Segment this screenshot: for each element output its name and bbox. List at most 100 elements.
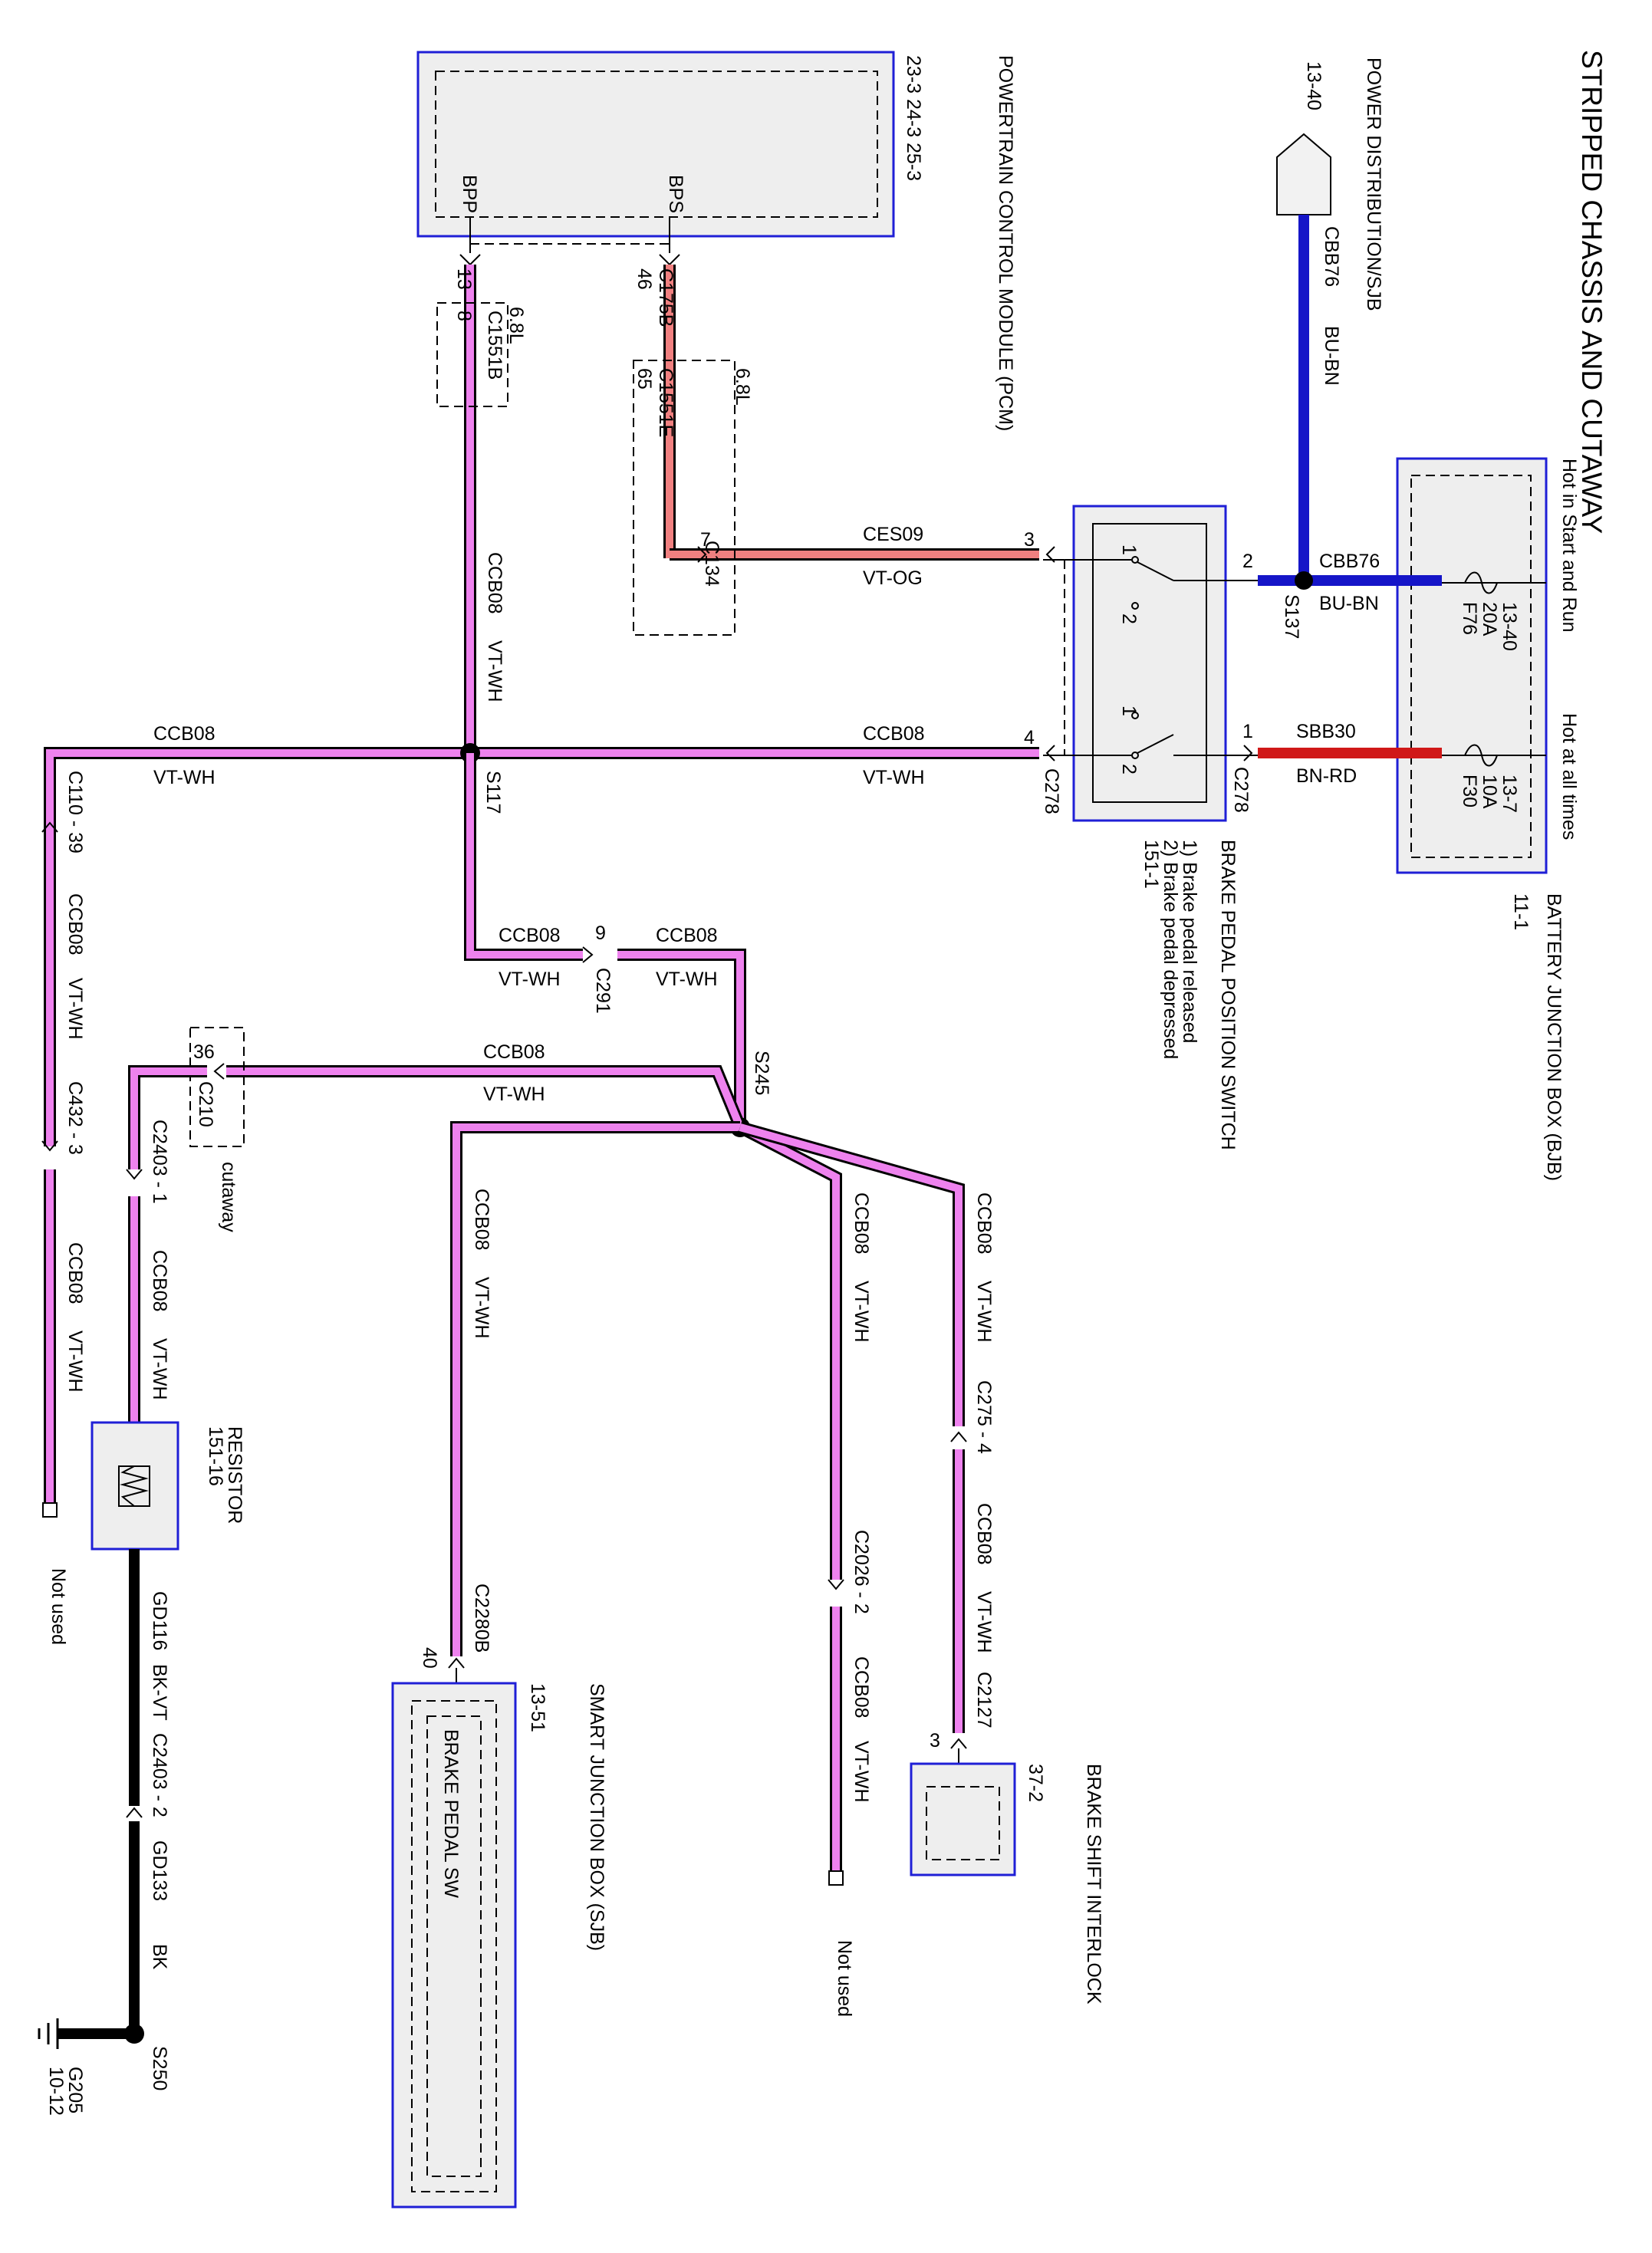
switch2-contact1	[1131, 712, 1139, 719]
arrow-pcm-bps	[659, 254, 680, 266]
not-used-right: Not used	[834, 1940, 855, 2017]
wire-ccb08-c2026b-label: CCB08	[851, 1656, 872, 1719]
bpps-ref: 151-1	[1140, 840, 1162, 889]
connector-c278-left: C278	[1041, 768, 1062, 814]
pin-1-c278: 1	[1242, 721, 1253, 742]
connector-c291: C291	[592, 968, 614, 1014]
connector-c1551e: C1551E	[655, 368, 676, 437]
sjb-inner	[411, 1700, 497, 2192]
pcm-name: POWERTRAIN CONTROL MODULE (PCM)	[995, 55, 1016, 431]
wire-ccb08-c275-outline	[738, 1121, 965, 1426]
sjb-inner-label: BRAKE PEDAL SW	[440, 1729, 462, 1898]
switch1-pos1: 1	[1118, 544, 1140, 555]
pin-36-c210: 36	[193, 1041, 215, 1063]
pcm-refs: 23-3 24-3 25-3	[903, 55, 924, 181]
connector-c210: C210	[195, 1081, 216, 1127]
fuse-f30-icon	[1464, 744, 1498, 767]
switch1-contact2	[1131, 602, 1139, 610]
bpps-note2: 2) Brake pedal depressed	[1160, 840, 1181, 1059]
wire-cbb76-vert-label: CBB76	[1321, 226, 1342, 287]
not-used-terminal-left	[42, 1502, 58, 1518]
fuse-f76-ref: 13-40	[1499, 602, 1520, 651]
wire-vtwh-c2026b-label: VT-WH	[851, 1741, 872, 1803]
splice-s250-label: S250	[149, 2046, 170, 2090]
pin-9-c291: 9	[595, 923, 606, 944]
arrow-c2026	[828, 1579, 844, 1590]
bsi-name: BRAKE SHIFT INTERLOCK	[1083, 1764, 1104, 2005]
wire-ccb08-c432-label: CCB08	[64, 1242, 86, 1304]
power-distribution-arrow	[1276, 133, 1331, 215]
ground-name: G205	[64, 2067, 86, 2113]
resistor-icon	[120, 1465, 149, 1507]
pin-2-s137: 2	[1242, 551, 1253, 572]
wire-vtwh-c110-label: VT-WH	[64, 978, 86, 1040]
fuse-f76-icon	[1464, 571, 1498, 594]
wire-ccb08-c2026-outline	[737, 1121, 842, 1580]
pin-46: 46	[633, 268, 655, 290]
pcm-inner	[435, 71, 878, 218]
wire-ccb08-s117-down	[466, 753, 583, 959]
wire-ccb08-c291	[617, 951, 744, 1127]
arrow-c134	[697, 546, 707, 563]
wire-ccb08-c291-left: CCB08	[499, 925, 561, 946]
wire-vtwh-right-label: VT-WH	[863, 767, 925, 788]
sjb-brake-sw-box	[426, 1715, 482, 2177]
bpps-note1: 1) Brake pedal released	[1179, 840, 1200, 1043]
fuse-f30-label: F30	[1459, 775, 1480, 807]
cutaway-label: cutaway	[218, 1162, 239, 1232]
wire-vtwh-c291-right: VT-WH	[656, 969, 718, 990]
sjb-box	[391, 1682, 517, 2209]
wire-ccb08-right-label: CCB08	[863, 723, 925, 745]
diagram-title: STRIPPED CHASSIS AND CUTAWAY	[1576, 50, 1608, 534]
power-dist-name: POWER DISTRIBUTION/SJB	[1363, 58, 1384, 311]
fuse-f76-amp: 20A	[1479, 602, 1500, 636]
wire-gd116-label: GD116	[149, 1591, 170, 1650]
hot-start-run: Hot in Start and Run	[1558, 459, 1580, 633]
connector-c175b: C175B	[655, 268, 676, 327]
wire-ccb08-c2026	[738, 1123, 840, 1580]
wire-ccb08-c2127-label: CCB08	[973, 1503, 995, 1565]
connector-c2127: C2127	[973, 1672, 995, 1728]
ground-icon	[38, 2018, 59, 2049]
arrow-c2403-2	[126, 1807, 143, 1818]
splice-s117-label: S117	[482, 771, 504, 814]
wire-ccb08-c210	[226, 1067, 744, 1129]
arrow-c275	[950, 1431, 967, 1442]
wire-cbb76-horiz-label: CBB76	[1319, 551, 1380, 572]
sjb-name: SMART JUNCTION BOX (SJB)	[586, 1683, 607, 1951]
pcm-box	[416, 51, 895, 238]
wire-gd133-label: GD133	[149, 1840, 170, 1901]
wire-ccb08-sjb-outline	[450, 1121, 740, 1656]
wire-vtwh-c275-label: VT-WH	[973, 1281, 995, 1343]
arrow-c278-right	[1243, 745, 1253, 761]
connector-c110: C110 - 39	[64, 771, 86, 854]
connector-c210-box	[189, 1027, 245, 1147]
bsi-ref: 37-2	[1025, 1764, 1046, 1802]
arrow-c291	[582, 946, 594, 963]
arrow-pcm-bpp	[459, 254, 481, 266]
switch1-pos2: 2	[1118, 613, 1140, 624]
resistor-box	[90, 1421, 179, 1551]
bpps-box	[1072, 505, 1227, 822]
pin-65: 65	[633, 368, 655, 390]
pin-3-c2127: 3	[930, 1730, 940, 1751]
pin-8: 8	[453, 311, 475, 321]
power-dist-ref: 13-40	[1303, 61, 1325, 110]
connector-c2403-1: C2403 - 1	[149, 1120, 170, 1204]
connector-c2026: C2026 - 2	[851, 1530, 872, 1614]
ground-ref: 10-12	[45, 2067, 67, 2116]
fuse-f30-ref: 13-7	[1499, 775, 1520, 813]
splice-s245-label: S245	[751, 1051, 772, 1095]
bjb-name: BATTERY JUNCTION BOX (BJB)	[1543, 893, 1565, 1181]
hot-all-times: Hot at all times	[1558, 713, 1580, 840]
wire-vtwh-c2127-label: VT-WH	[973, 1591, 995, 1653]
wire-vtog-label: VT-OG	[863, 567, 923, 589]
resistor-ref: 151-16	[205, 1426, 226, 1486]
connector-c278-right: C278	[1230, 767, 1252, 813]
bsi-box	[910, 1762, 1016, 1876]
pin-3-bpps: 3	[1024, 529, 1035, 551]
wire-ccb08-resistor	[130, 1067, 207, 1169]
wire-bkvt-label: BK-VT	[149, 1664, 170, 1721]
connector-c1551b: C1551B	[484, 311, 505, 380]
